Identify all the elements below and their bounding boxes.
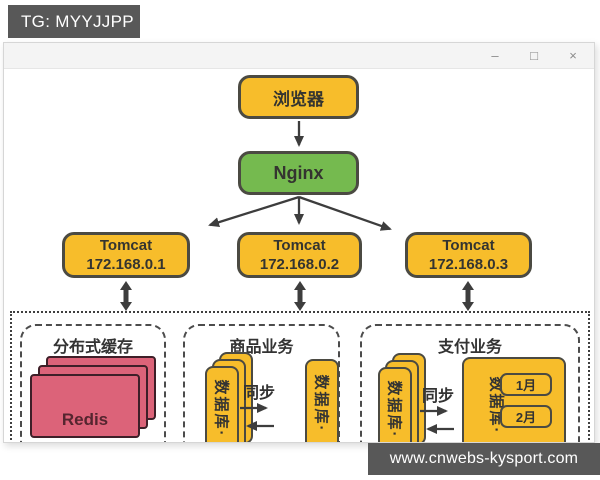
browser-node: 浏览器	[238, 75, 359, 119]
product-db-right-label: 数据库·	[312, 374, 330, 432]
tomcat-node-1: Tomcat 172.168.0.1	[62, 232, 190, 278]
tomcat-2-name: Tomcat	[273, 236, 326, 254]
cluster-outer-box	[10, 311, 590, 442]
group-payment-title: 支付业务	[437, 339, 502, 356]
tomcat-node-2: Tomcat 172.168.0.2	[237, 232, 362, 278]
tomcat-node-3: Tomcat 172.168.0.3	[405, 232, 532, 278]
nginx-node: Nginx	[238, 151, 359, 195]
window-titlebar: – □ ×	[4, 43, 594, 69]
tomcat-3-ip: 172.168.0.3	[428, 256, 509, 273]
payment-db-left-label: 数据库·	[385, 380, 403, 438]
telegram-banner-text: TG: MYYJJPP	[21, 11, 134, 31]
product-db-left-label: 数据库·	[212, 379, 230, 437]
browser-node-label: 浏览器	[273, 89, 324, 109]
payment-sync-label: 同步	[421, 388, 454, 405]
nginx-node-label: Nginx	[273, 162, 324, 183]
product-sync-label: 同步	[242, 385, 275, 402]
payment-db-card-right: 数据库· 1月 2月	[462, 357, 566, 442]
redis-label: Redis	[61, 410, 109, 429]
product-db-card-right: 数据库·	[305, 359, 339, 442]
app-window: – □ × 浏览器 Nginx Tomcat 172.168.0.1 Tomca…	[3, 42, 595, 443]
tomcat-2-ip: 172.168.0.2	[259, 256, 340, 273]
month-badge-feb: 2月	[500, 405, 552, 428]
url-banner: www.cnwebs-kysport.com	[368, 443, 600, 475]
minimize-icon[interactable]: –	[491, 48, 499, 63]
group-product-title: 商品业务	[229, 339, 294, 356]
tomcat-1-name: Tomcat	[99, 236, 153, 254]
group-cache-title: 分布式缓存	[52, 339, 133, 356]
tomcat-1-ip: 172.168.0.1	[86, 256, 166, 273]
url-banner-text: www.cnwebs-kysport.com	[389, 450, 579, 467]
payment-db-card-front: 数据库·	[378, 367, 412, 442]
product-db-card-front: 数据库·	[205, 366, 239, 442]
telegram-banner: TG: MYYJJPP	[8, 5, 140, 38]
close-icon[interactable]: ×	[569, 48, 577, 63]
maximize-icon[interactable]: □	[530, 48, 538, 63]
tomcat-3-name: Tomcat	[442, 236, 495, 254]
month-badge-jan: 1月	[500, 373, 552, 396]
redis-card-front: Redis	[30, 374, 140, 438]
diagram-canvas: 浏览器 Nginx Tomcat 172.168.0.1 Tomcat 172.…	[4, 69, 594, 442]
